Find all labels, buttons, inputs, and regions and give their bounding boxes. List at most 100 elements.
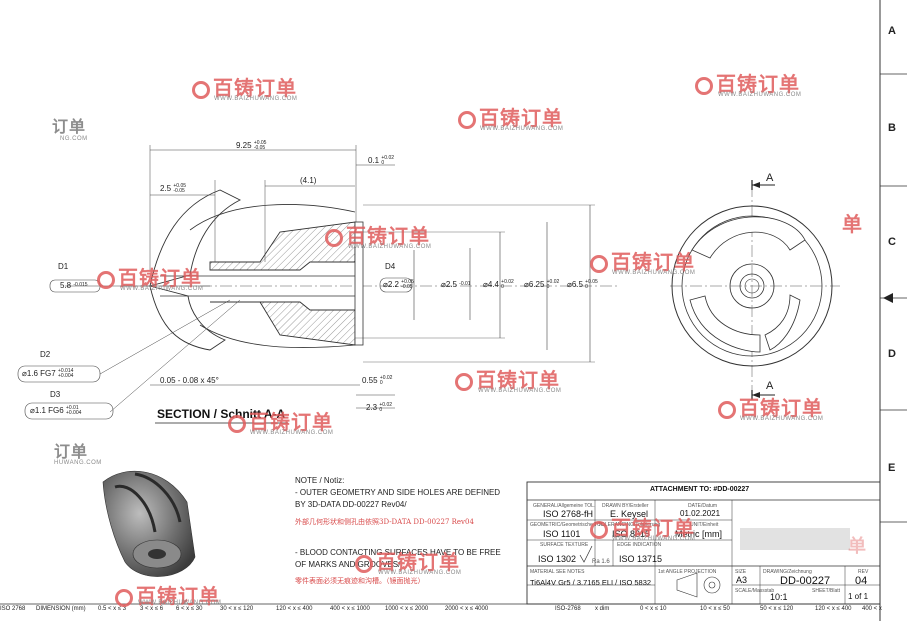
watermark-text: 百铸订单 [739,396,823,420]
dim-dia-65-tol-upper: +0.05 [585,279,598,285]
gt-left-0: ISO 2768 [0,606,26,612]
notes-line-2: BY 3D-DATA DD-00227 Rev04/ [295,500,407,509]
watermark-mark-icon [355,554,373,573]
section-marker-top: A [766,172,774,184]
gt-left-9: 2000 < x ≤ 4000 [445,606,489,612]
dim-dia-65-tol-lower: 0 [585,284,588,290]
d4-dimension: ⌀2.2 +0.05-0.05 [383,280,414,290]
watermark-text: 百铸订单 [611,516,695,540]
watermark-url: WWW.BAIZHUWANG.COM [138,600,222,606]
attachment-label: ATTACHMENT TO: #DD-00227 [650,486,750,493]
watermark-text: 百铸订单 [213,76,297,100]
dim-dia-65-value: ⌀6.5 [567,280,583,290]
zone-label-e: E [888,462,896,474]
chamfer-note: 0.05 - 0.08 x 45° [160,376,219,385]
notes-line-4: OF MARKS AND GROOVES/ [295,560,401,569]
watermark-edge-left: 订单 [54,442,89,461]
watermark-logo: 百铸订单 [192,72,297,101]
zone-label-b: B [888,122,896,134]
gt-left-1: DIMENSION (mm) [36,606,86,612]
unit-label: UNIT/Einheit [690,522,719,528]
dim-dia-625-tol-lower: 0 [546,284,550,290]
watermark-mark-icon [97,270,115,289]
d3-tol-upper: +0.01 [65,405,79,411]
watermark-url: WWW.BAIZHUWANG.COM [250,430,334,436]
watermark-logo: 百铸订单 [590,246,695,275]
gt-right-0: ISO-2768 [555,606,581,612]
isometric-render [102,470,196,577]
date-label: DATE/Datum [688,503,718,509]
watermark-mark-icon [455,372,473,391]
dim-length-23-tol-upper: +0.02 [379,402,393,408]
dim-dia-25-tol: -0.01 [459,281,471,288]
material-label: MATERIAL SEE NOTES [530,569,585,575]
d1-dimension: 5.8 -0.015 [60,281,88,290]
watermark-text: 百铸订单 [611,250,695,274]
gt-left-2: 0.5 < x ≤ 3 [98,606,127,612]
size-value: A3 [736,575,748,585]
watermark-url: WWW.BAIZHUWANG.COM [348,244,432,250]
drawn-by-label: DRAWN BY/Ersteller [602,503,649,509]
dim-length-25: 2.5 +0.05-0.05 [160,184,186,194]
notes-line-1: - OUTER GEOMETRY AND SIDE HOLES ARE DEFI… [295,488,501,497]
gt-left-6: 120 < x ≤ 400 [276,606,313,612]
size-label: SIZE [735,569,747,575]
d3-tol-lower: +0.004 [65,410,82,416]
gt-left-7: 400 < x ≤ 1000 [330,606,370,612]
gt-left-5: 30 < x ≤ 120 [220,606,254,612]
dim-length-055-tol-upper: +0.02 [379,375,393,381]
gt-left-4: 6 < x ≤ 30 [176,606,203,612]
geometric-tol-label: GEOMETRIC/Geometrische TOL. [530,522,606,528]
dim-length-23-tol-lower: 0 [379,407,383,413]
watermark-text: 百铸订单 [476,368,560,392]
d4-label: D4 [385,262,396,271]
watermark-logo: 百铸订单 [115,580,220,609]
section-marker-bottom: A [766,380,774,392]
watermark-edge-right: 单 [848,536,867,557]
watermark-mark-icon [695,76,713,95]
zone-label-a: A [888,25,896,37]
watermark-mark-icon [192,80,210,99]
zone-label-c: C [888,236,896,248]
dim-length-23-value: 2.3 [366,403,378,413]
drawn-by-value: E. Keysel [610,509,649,519]
tolerancing-value: ISO 8015 [612,529,651,539]
notes-heading: NOTE / Notiz: [295,476,345,485]
watermark-mark-icon [458,110,476,129]
gt-right-1: x dim [595,606,610,612]
dim-dia-25: ⌀2.5 -0.01 [441,280,471,289]
d1-tol: -0.015 [73,282,88,289]
d2-value: ⌀1.6 FG7 [22,369,56,379]
watermark-logo: 百铸订单 [458,102,563,131]
d3-value: ⌀1.1 FG6 [30,406,64,416]
dim-length-01-tol-upper: +0.02 [381,155,395,161]
d4-tol-lower: -0.05 [401,284,413,290]
gt-right-6: 400 < x [862,606,882,612]
watermark-logo: 百铸订单 [718,392,823,421]
watermark-logo: 百铸订单 [455,364,560,393]
d3-dimension: ⌀1.1 FG6 +0.01+0.004 [30,406,81,416]
dim-length-25-value: 2.5 [160,184,172,194]
surface-texture-value: ISO 1302 [538,554,577,564]
rev-label: REV [858,569,869,575]
dim-length-925-tol-upper: +0.05 [253,140,267,146]
material-value: Ti6Al4V Gr5 / 3.7165 ELI / ISO 5832 [530,578,652,587]
watermark-text: 百铸订单 [346,224,430,248]
dim-length-01-value: 0.1 [368,156,380,166]
watermark-url-edge-top-left: NG.COM [60,136,88,142]
watermark-mark-icon [325,228,343,247]
watermark-url: WWW.BAIZHUWANG.COM [740,416,824,422]
watermark-url: WWW.BAIZHUWANG.COM [120,286,204,292]
dim-dia-25-value: ⌀2.5 [441,280,457,289]
gt-left-3: 3 < x ≤ 6 [140,606,164,612]
tolerancing-label: TOLERANCING/Tolerierung [598,522,661,528]
watermark-mark-icon [590,520,608,539]
watermark-logo: 百铸订单 [97,262,202,291]
projection-label: 1st ANGLE PROJECTION [658,569,717,575]
gt-left-8: 1000 < x ≤ 2000 [385,606,429,612]
watermark-logo: 百铸订单 [590,512,695,541]
